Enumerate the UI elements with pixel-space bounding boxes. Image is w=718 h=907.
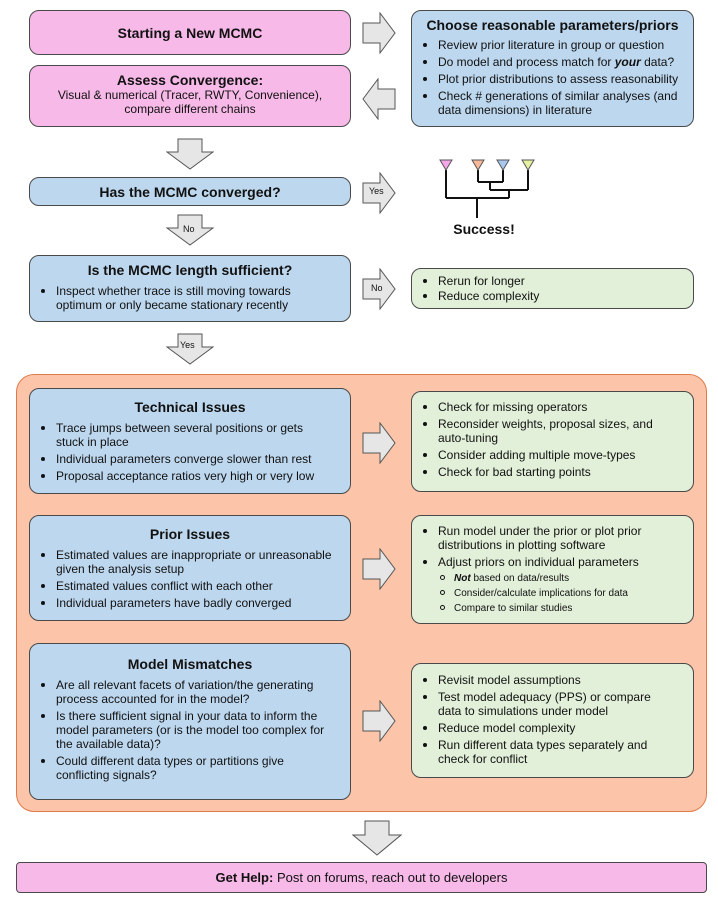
technical-title: Technical Issues <box>134 399 246 415</box>
tree-icon <box>439 159 535 218</box>
model-box: Model Mismatches Are all relevant facets… <box>29 643 351 800</box>
model-fix-2: Test model adequacy (PPS) or compare dat… <box>423 690 693 718</box>
technical-fix-1: Check for missing operators <box>423 400 693 414</box>
prior-fix-1: Run model under the prior or plot prior … <box>423 524 693 552</box>
tip-yellow <box>521 159 535 171</box>
converged-title: Has the MCMC converged? <box>99 183 281 200</box>
model-title: Model Mismatches <box>127 656 253 672</box>
start-box: Starting a New MCMC <box>29 10 351 55</box>
no-label-1: No <box>183 224 195 234</box>
prior-box: Prior Issues Estimated values are inappr… <box>29 515 351 621</box>
converged-box: Has the MCMC converged? <box>29 177 351 206</box>
choose-params-title: Choose reasonable parameters/priors <box>426 17 679 33</box>
arrow-technical <box>362 422 396 464</box>
choose-item-4: Check # generations of similar analyses … <box>423 89 693 117</box>
model-fix-1: Revisit model assumptions <box>423 673 693 687</box>
prior-fix-sub-2: Consider/calculate implications for data <box>440 586 693 601</box>
choose-item-3: Plot prior distributions to assess reaso… <box>423 72 693 86</box>
prior-title: Prior Issues <box>149 526 231 542</box>
model-item-3: Could different data types or partitions… <box>41 754 350 782</box>
help-box: Get Help: Post on forums, reach out to d… <box>16 862 707 893</box>
prior-fix-box: Run model under the prior or plot prior … <box>411 515 694 624</box>
arrow-no-right <box>362 268 396 310</box>
tip-pink <box>439 159 453 171</box>
arrow-yes <box>362 172 396 214</box>
yes-label-1: Yes <box>369 186 384 196</box>
arrow-down-help <box>352 820 402 856</box>
arrow-model <box>362 700 396 742</box>
prior-fix-sub-1: Not based on data/results <box>440 571 693 586</box>
arrow-down-yes <box>166 333 214 365</box>
tip-orange <box>471 159 485 171</box>
prior-item-3: Individual parameters have badly converg… <box>41 596 350 610</box>
technical-item-3: Proposal acceptance ratios very high or … <box>41 469 350 483</box>
assess-box: Assess Convergence: Visual & numerical (… <box>29 65 351 127</box>
choose-params-box: Choose reasonable parameters/priors Revi… <box>411 10 694 127</box>
rerun-box: Rerun for longer Reduce complexity <box>411 268 694 309</box>
rerun-item-1: Rerun for longer <box>423 274 693 288</box>
arrow-left-1 <box>362 78 396 120</box>
technical-box: Technical Issues Trace jumps between sev… <box>29 388 351 494</box>
tip-blue <box>496 159 510 171</box>
technical-fix-4: Check for bad starting points <box>423 465 693 479</box>
technical-item-1: Trace jumps between several positions or… <box>41 421 350 449</box>
no-label-2: No <box>371 283 383 293</box>
arrow-down-1 <box>166 138 214 170</box>
technical-fix-box: Check for missing operators Reconsider w… <box>411 391 694 492</box>
arrow-prior <box>362 548 396 590</box>
assess-title: Assess Convergence: <box>116 72 264 88</box>
rerun-item-2: Reduce complexity <box>423 289 693 303</box>
prior-item-1: Estimated values are inappropriate or un… <box>41 548 350 576</box>
yes-label-2: Yes <box>180 340 195 350</box>
model-fix-3: Reduce model complexity <box>423 721 693 735</box>
length-title: Is the MCMC length sufficient? <box>87 262 293 278</box>
help-text: Get Help: Post on forums, reach out to d… <box>215 870 508 885</box>
prior-fix-sub-3: Compare to similar studies <box>440 601 693 616</box>
success-label: Success! <box>453 221 515 237</box>
choose-item-1: Review prior literature in group or ques… <box>423 38 693 52</box>
model-fix-4: Run different data types separately and … <box>423 738 693 766</box>
model-fix-box: Revisit model assumptions Test model ade… <box>411 663 694 778</box>
model-item-2: Is there sufficient signal in your data … <box>41 709 350 751</box>
prior-item-2: Estimated values conflict with each othe… <box>41 579 350 593</box>
length-item-1: Inspect whether trace is still moving to… <box>41 284 350 312</box>
technical-item-2: Individual parameters converge slower th… <box>41 452 350 466</box>
arrow-down-no <box>166 214 214 246</box>
arrow-right-1 <box>362 12 396 54</box>
technical-fix-2: Reconsider weights, proposal sizes, and … <box>423 417 693 445</box>
assess-text: Visual & numerical (Tracer, RWTY, Conven… <box>57 88 323 116</box>
start-title: Starting a New MCMC <box>117 24 263 41</box>
technical-fix-3: Consider adding multiple move-types <box>423 448 693 462</box>
prior-fix-2: Adjust priors on individual parameters N… <box>423 555 693 616</box>
model-item-1: Are all relevant facets of variation/the… <box>41 678 350 706</box>
length-box: Is the MCMC length sufficient? Inspect w… <box>29 255 351 322</box>
choose-item-2: Do model and process match for your data… <box>423 55 693 69</box>
